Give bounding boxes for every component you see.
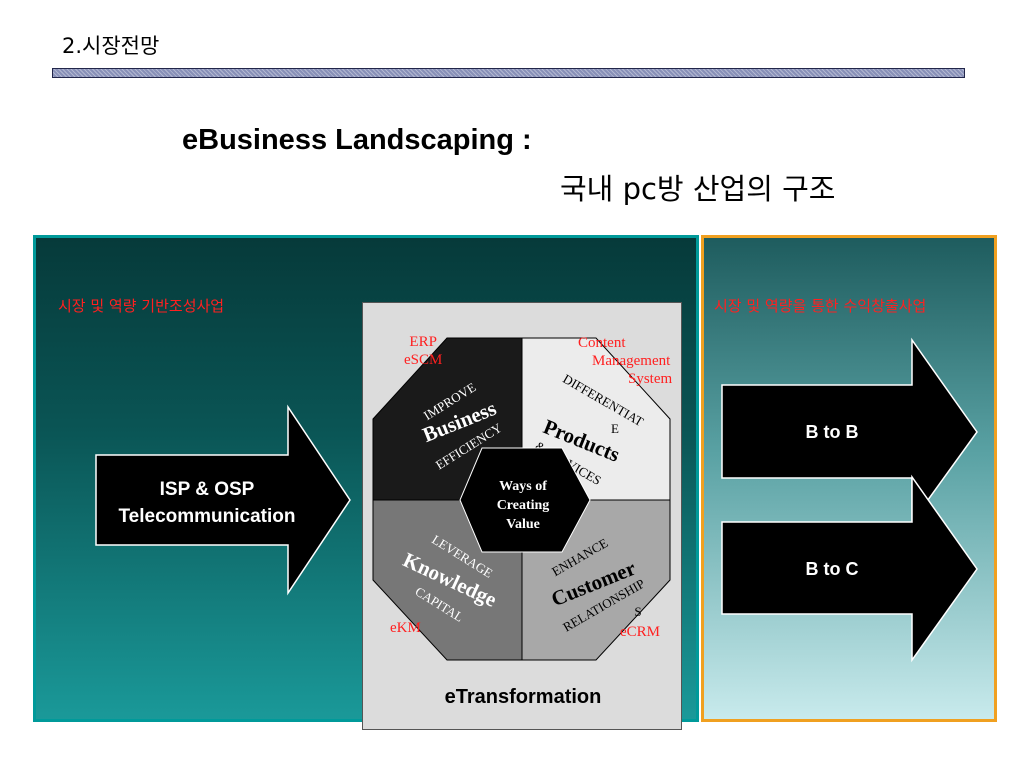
main-title: eBusiness Landscaping : bbox=[182, 124, 532, 156]
ecrm-label: eCRM bbox=[620, 624, 661, 640]
isp-line1: ISP & OSP bbox=[159, 479, 255, 500]
center-hub-hexagon bbox=[459, 447, 591, 553]
title-divider bbox=[52, 68, 965, 78]
content-line1: Content bbox=[578, 335, 626, 351]
hub-label: Ways of Creating Value bbox=[474, 477, 572, 534]
erp-label: ERP eSCM bbox=[404, 333, 442, 369]
left-panel-label: 시장 및 역량 기반조성사업 bbox=[58, 297, 225, 315]
erp-line1: ERP bbox=[409, 334, 437, 350]
seg-tr-arc2: E bbox=[611, 421, 619, 436]
content-mgmt-label: Content Management System bbox=[578, 334, 672, 388]
escm-line: eSCM bbox=[404, 352, 443, 368]
content-line2: Management bbox=[592, 353, 671, 369]
seg-br-sub2: S bbox=[634, 604, 641, 619]
b2c-label: B to C bbox=[805, 559, 859, 579]
hub-line1: Ways of bbox=[499, 479, 547, 494]
hub-line2: Creating bbox=[496, 498, 550, 513]
isp-arrow-label: ISP & OSP Telecommunication bbox=[96, 476, 318, 530]
isp-line2: Telecommunication bbox=[118, 506, 296, 527]
etransformation-label: eTransformation bbox=[444, 686, 602, 708]
right-panel-label: 시장 및 역량을 통한 수익창출사업 bbox=[714, 297, 927, 315]
section-title: 2.시장전망 bbox=[62, 34, 160, 58]
b2c-arrow-shape bbox=[721, 474, 978, 663]
isp-arrow-shape bbox=[95, 404, 351, 596]
b2b-label: B to B bbox=[805, 422, 859, 442]
b2b-arrow-shape bbox=[721, 337, 978, 525]
main-subtitle: 국내 pc방 산업의 구조 bbox=[560, 172, 836, 206]
hub-line3: Value bbox=[506, 517, 540, 532]
ekm-label: eKM bbox=[390, 620, 421, 636]
content-line3: System bbox=[628, 371, 673, 387]
